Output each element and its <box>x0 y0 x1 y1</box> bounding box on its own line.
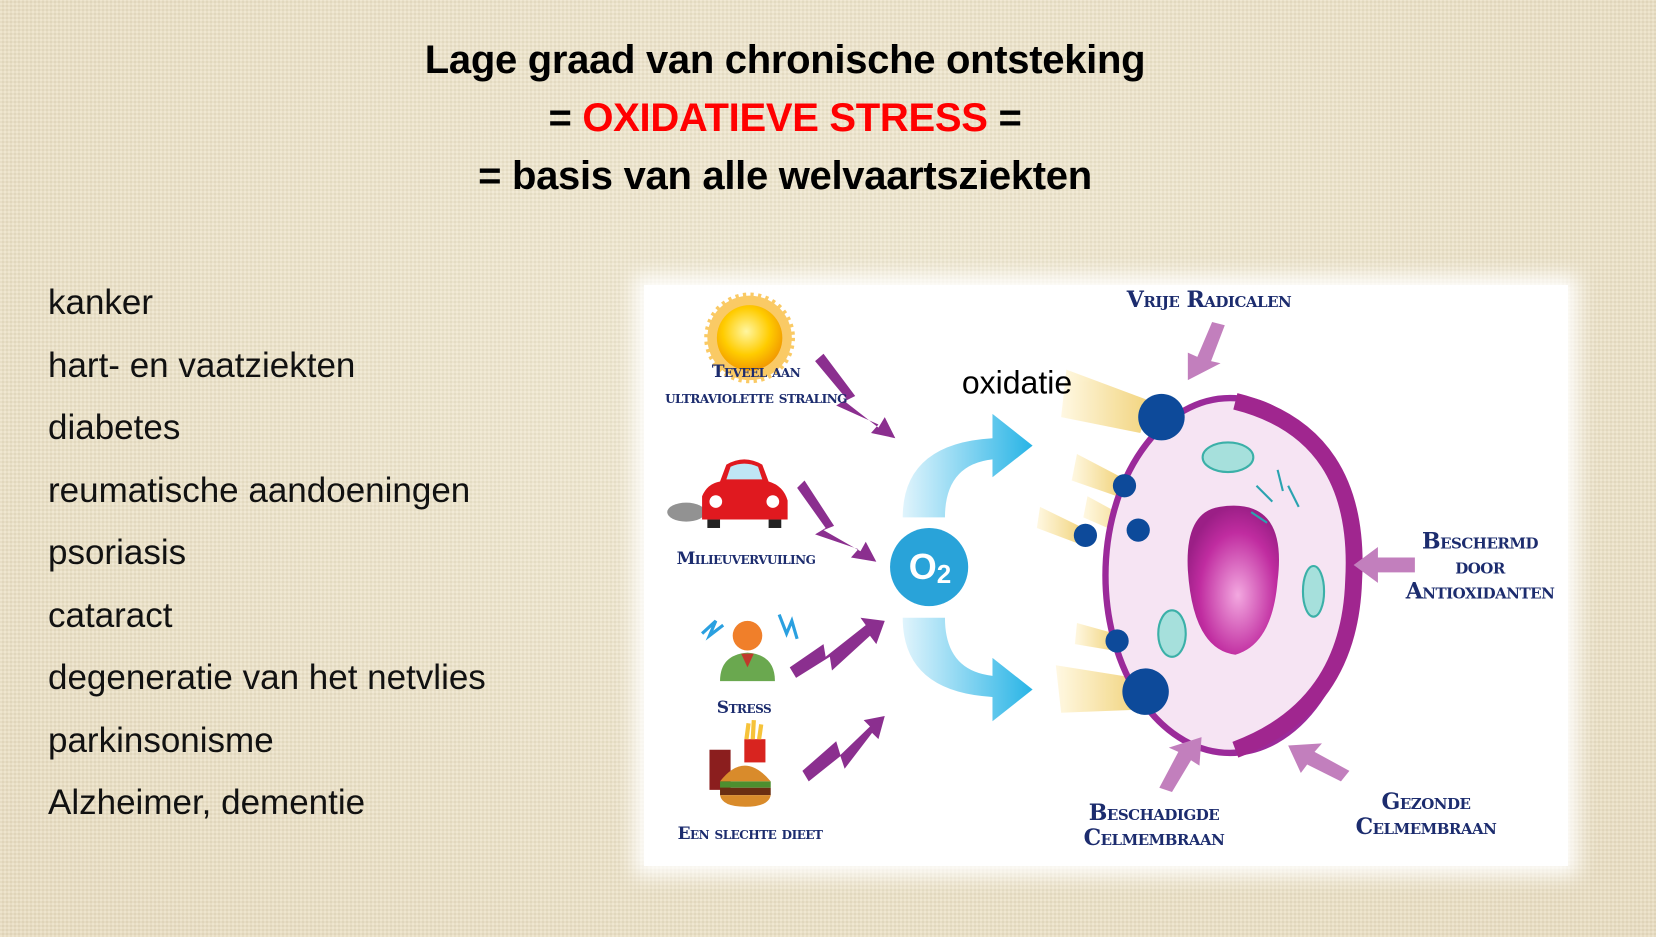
label-line: Gezonde <box>1381 789 1471 815</box>
healthy-membrane-label: Gezonde Celmembraan <box>1356 790 1497 840</box>
oxidation-arrows <box>902 413 1033 722</box>
list-item: cataract <box>48 595 173 635</box>
free-radical-dots <box>1073 393 1185 715</box>
stressed-person-icon <box>701 613 799 682</box>
bad-diet-label: Een slechte dieet <box>677 824 823 844</box>
pointer-arrows <box>1159 322 1415 792</box>
oxidation-label: oxidatie <box>961 364 1073 401</box>
label-line: Celmembraan <box>1083 825 1225 851</box>
lightning-arrow-icon <box>802 715 885 782</box>
label-line: ultraviolette straling <box>665 388 847 408</box>
oxidative-stress-highlight: OXIDATIEVE STRESS <box>582 96 988 140</box>
label-line: door <box>1455 553 1505 580</box>
arrow-up-icon <box>1159 737 1202 792</box>
lightning-arrow-icon <box>815 353 896 439</box>
label-line: Beschadigde <box>1088 800 1220 826</box>
label-line: Teveel aan <box>711 362 801 382</box>
disease-list: kanker hart- en vaatziekten diabetes reu… <box>48 282 486 845</box>
lightning-arrows <box>789 353 896 782</box>
stress-label: Stress <box>716 698 772 718</box>
list-item: degeneratie van het netvlies <box>48 658 486 697</box>
list-item: psoriasis <box>48 533 187 572</box>
label-line: Beschermd <box>1422 528 1538 555</box>
arrow-up-left-icon <box>1288 743 1350 782</box>
title-line-2: = OXIDATIEVE STRESS = <box>0 96 1570 141</box>
free-radicals-label: Vrije Radicalen <box>1126 287 1292 313</box>
protected-antioxidants-label: Beschermd door Antioxidanten <box>1405 528 1555 605</box>
list-item: kanker <box>48 283 154 322</box>
fast-food-icon <box>709 720 771 807</box>
o2-sub: 2 <box>936 559 952 589</box>
label-line: Celmembraan <box>1355 814 1497 840</box>
title-equals-right: = <box>987 96 1022 140</box>
diagram-graphics <box>667 292 1415 807</box>
title-line-1: Lage graad van chronische ontsteking <box>424 38 1146 82</box>
car-icon <box>667 459 788 528</box>
uv-radiation-label: Teveel aan ultraviolette straling <box>665 359 847 411</box>
list-item: parkinsonisme <box>48 720 274 760</box>
lightning-arrow-icon <box>797 480 877 562</box>
cell-icon <box>1102 393 1363 758</box>
list-item: diabetes <box>48 408 181 447</box>
list-item: Alzheimer, dementie <box>48 783 366 822</box>
o2-label: O2 <box>909 546 951 590</box>
lightning-arrow-icon <box>789 617 885 678</box>
o2-main: O <box>908 546 937 587</box>
label-line: Antioxidanten <box>1405 578 1555 605</box>
pollution-label: Milieuvervuiling <box>676 549 816 569</box>
arrow-down-icon <box>1187 322 1225 381</box>
title-equals-left: = <box>548 96 583 140</box>
damaged-membrane-label: Beschadigde Celmembraan <box>1084 801 1225 851</box>
o2-circle <box>890 527 969 607</box>
list-item: reumatische aandoeningen <box>48 470 471 510</box>
arrow-left-icon <box>1353 546 1415 583</box>
oxidative-stress-diagram: Teveel aan ultraviolette straling Milieu… <box>644 285 1568 866</box>
list-item: hart- en vaatziekten <box>48 345 356 385</box>
title-line-3: = basis van alle welvaartsziekten <box>478 154 1092 198</box>
